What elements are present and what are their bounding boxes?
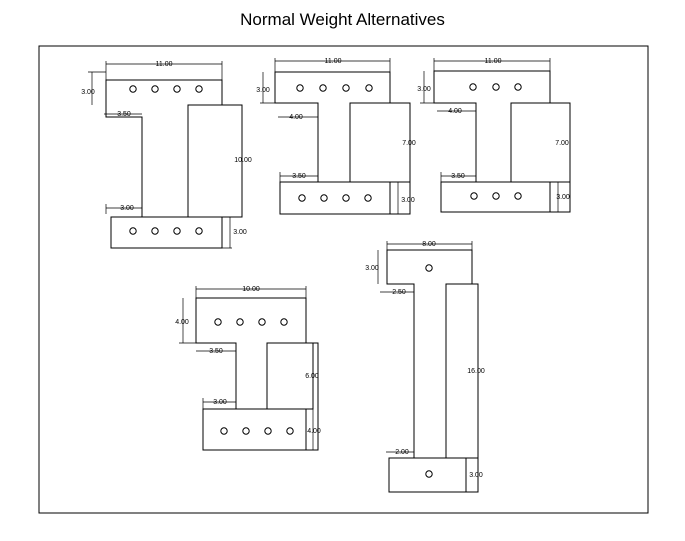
section-2-dim-foot-line [279,172,318,182]
bolt-hole [514,83,522,91]
section-4: 10.00 4.00 3.50 6.00 3.00 4.00 [175,286,321,451]
section-2-dim-width-line [274,58,391,72]
section-5-dim-width: 8.00 [422,241,436,248]
section-4-dim-web-height: 6.00 [305,373,319,380]
section-3-dim-web-height: 7.00 [555,140,569,147]
section-1: 11.00 3.00 3.50 10.00 3.00 3.00 [81,61,252,249]
section-1-dim-width-line [105,61,223,80]
section-4-dim-stem: 3.50 [209,348,223,355]
diagram-title: Normal Weight Alternatives [240,10,445,29]
section-5-dim-flange: 3.00 [365,265,379,272]
section-3-dim-width-line [433,58,551,71]
section-2: 11.00 3.00 4.00 7.00 3.50 3.00 [256,58,416,215]
section-5: 8.00 3.00 2.50 16.00 2.00 3.00 [365,241,485,493]
section-4-outline [195,297,319,451]
section-2-dim-web-height: 7.00 [402,140,416,147]
section-2-bottom-holes [298,194,372,202]
section-4-dim-foot-line [202,398,236,409]
bolt-hole [129,227,137,235]
section-1-dim-stem: 3.50 [117,111,131,118]
section-4-dim-width: 10.00 [242,286,260,293]
bolt-hole [286,427,294,435]
section-4-dim-foot: 3.00 [213,399,227,406]
section-3-dim-width: 11.00 [485,58,502,65]
section-4-dim-width-line [195,286,307,298]
section-1-top-holes [129,85,203,93]
bolt-hole [242,427,250,435]
section-4-dim-flange: 4.00 [175,319,189,326]
section-2-dim-foot: 3.50 [292,173,306,180]
bolt-hole [214,318,222,326]
bolt-hole [296,84,304,92]
bolt-hole [195,85,203,93]
section-2-dim-bottom: 3.00 [401,197,415,204]
section-3-dim-bottom: 3.00 [556,194,570,201]
bolt-hole [220,427,228,435]
section-3-dim-stem: 4.00 [448,108,462,115]
bolt-hole [492,192,500,200]
section-4-dim-flange-line [179,298,196,344]
bolt-hole [173,227,181,235]
bolt-hole [151,227,159,235]
section-2-dim-width: 11.00 [325,58,342,65]
bolt-hole [514,192,522,200]
section-5-dim-foot: 2.00 [395,449,409,456]
section-3-bottom-holes [470,192,522,200]
section-1-dim-bottom-line [222,217,232,249]
section-5-dim-web-height: 16.00 [467,368,485,375]
section-1-dim-flange-line [88,71,106,105]
bolt-hole [320,194,328,202]
bolt-hole [469,83,477,91]
section-4-top-holes [214,318,288,326]
section-5-dim-bottom: 3.00 [469,472,483,479]
bolt-hole [364,194,372,202]
section-1-dim-foot: 3.00 [120,205,134,212]
bolt-hole [280,318,288,326]
bolt-hole [258,318,266,326]
section-3-top-holes [469,83,522,91]
bolt-hole [470,192,478,200]
bolt-hole [298,194,306,202]
section-5-dim-stem: 2.50 [392,289,406,296]
section-3-dim-flange-line [420,71,434,104]
section-1-dim-width: 11.00 [156,61,173,68]
section-1-dim-flange: 3.00 [81,89,95,96]
section-4-bottom-holes [220,427,294,435]
section-3-dim-foot: 3.50 [451,173,465,180]
bolt-hole [129,85,137,93]
bolt-hole [195,227,203,235]
section-3-dim-flange: 3.00 [417,86,431,93]
bolt-hole [492,83,500,91]
section-5-dim-width-line [386,241,473,250]
bolt-hole [425,470,433,478]
section-1-dim-bottom: 3.00 [233,229,247,236]
section-2-dim-stem: 4.00 [289,114,303,121]
bolt-hole [173,85,181,93]
frame-border [38,45,649,514]
section-5-outline [386,249,479,493]
section-2-dim-flange: 3.00 [256,87,270,94]
bolt-hole [425,264,433,272]
bolt-hole [342,84,350,92]
section-2-dim-flange-line [260,72,275,104]
section-1-dim-foot-line [105,204,142,214]
section-3-dim-foot-line [440,172,476,182]
section-1-dim-web-height: 10.00 [234,157,252,164]
bolt-hole [342,194,350,202]
bolt-hole [151,85,159,93]
bolt-hole [264,427,272,435]
bolt-hole [365,84,373,92]
section-2-top-holes [296,84,373,92]
section-4-dim-bottom: 4.00 [307,428,321,435]
section-3-outline [433,70,571,213]
section-1-bottom-holes [129,227,203,235]
section-2-outline [274,71,411,215]
bolt-hole [236,318,244,326]
section-3: 11.00 3.00 4.00 7.00 3.50 3.00 [417,58,571,213]
section-2-web-plate [349,102,411,183]
bolt-hole [319,84,327,92]
